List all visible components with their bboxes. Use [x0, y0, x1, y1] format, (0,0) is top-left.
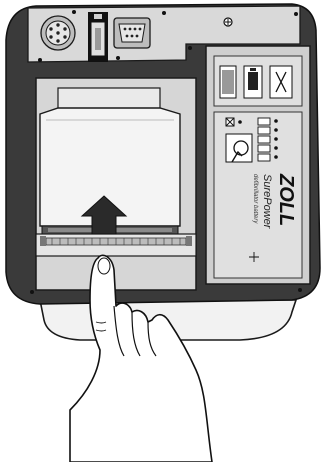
battery-test-icon — [244, 66, 262, 98]
connector-dsub-icon — [114, 18, 150, 48]
battery-inserted-icon — [220, 66, 236, 98]
battery-label-panel: ZOLL SurePower defibrillator battery — [206, 46, 310, 284]
battery-subtitle: defibrillator battery — [252, 174, 258, 224]
battery-gauge-icon — [270, 66, 292, 98]
battery-brand: ZOLL — [275, 173, 297, 226]
battery-product: SurePower — [261, 174, 273, 230]
connector-slot-icon — [88, 12, 108, 62]
connector-round-icon — [41, 16, 75, 50]
